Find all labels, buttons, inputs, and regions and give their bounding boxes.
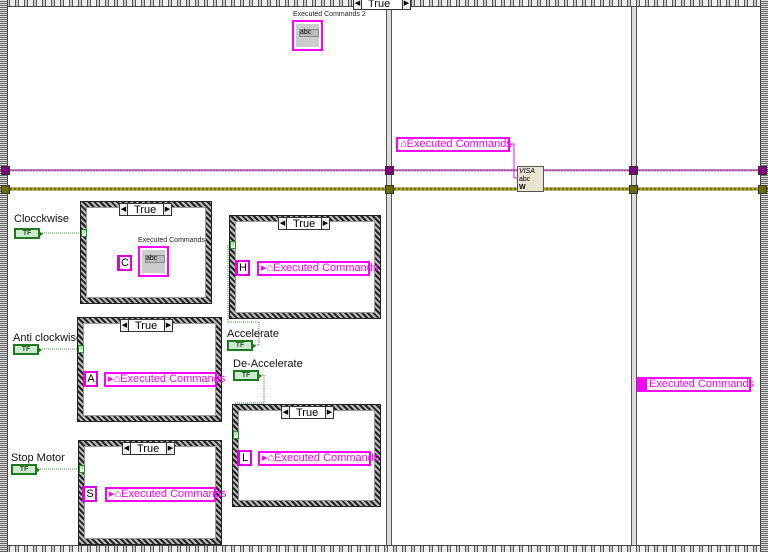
stop-motor-label: Stop Motor xyxy=(11,452,65,464)
executed-commands-indicator[interactable]: abc xyxy=(138,246,169,277)
case-structure-anti-clockwise xyxy=(77,317,222,422)
stop-motor-boolean-control[interactable]: TF xyxy=(11,464,40,475)
error-tunnel xyxy=(758,185,767,194)
case-selector[interactable]: ◀True▶ xyxy=(120,319,173,332)
frame-separator xyxy=(386,7,392,545)
string-constant-a[interactable]: A xyxy=(83,371,98,387)
error-tunnel xyxy=(1,185,10,194)
case-selector[interactable]: ◀True▶ xyxy=(122,442,175,455)
string-constant-s[interactable]: S xyxy=(82,486,97,502)
string-wire xyxy=(510,143,518,179)
visa-tunnel xyxy=(1,166,10,175)
visa-tunnel xyxy=(758,166,767,175)
anti-clockwise-boolean-control[interactable]: TF xyxy=(13,344,42,355)
error-tunnel xyxy=(629,185,638,194)
sequence-frame-left-border xyxy=(0,0,8,552)
case-selector[interactable]: ◀True▶ xyxy=(281,406,334,419)
accelerate-label: Accelerate xyxy=(227,328,279,340)
case-selector[interactable]: ◀True▶ xyxy=(278,217,330,230)
case-selector-terminal: ? xyxy=(233,431,239,439)
executed-commands-2-indicator[interactable]: abc xyxy=(292,20,323,51)
string-constant-c[interactable]: C xyxy=(117,255,132,271)
increment-arrow-icon[interactable]: ▶ xyxy=(402,0,410,9)
visa-tunnel xyxy=(385,166,394,175)
indicator-label: Executed Commands 2 xyxy=(293,11,366,18)
boolean-wire xyxy=(227,244,260,346)
sequence-frame-bottom-border xyxy=(0,545,768,552)
executed-commands-local-variable[interactable]: ⌂Executed Commands xyxy=(396,137,512,152)
sequence-frame-right-border xyxy=(760,0,768,552)
string-constant-l[interactable]: L xyxy=(237,450,252,466)
error-tunnel xyxy=(385,185,394,194)
executed-commands-local-variable[interactable]: ▸⌂Executed Commands xyxy=(257,261,378,276)
executed-commands-local-variable[interactable]: ▸⌂Executed Commands xyxy=(258,451,379,466)
indicator-label: Executed Commands xyxy=(138,237,205,244)
de-accelerate-label: De-Accelerate xyxy=(233,358,303,370)
visa-tunnel xyxy=(629,166,638,175)
executed-commands-local-variable[interactable]: ▸⌂Executed Commands xyxy=(105,487,226,502)
executed-commands-local-variable[interactable]: Executed Commands xyxy=(637,377,754,392)
outer-case-selector[interactable]: ◀True▶ xyxy=(353,0,411,10)
case-structure-de-accelerate xyxy=(232,404,381,507)
executed-commands-local-variable[interactable]: ▸⌂Executed Commands xyxy=(104,372,225,387)
decrement-arrow-icon[interactable]: ◀ xyxy=(354,0,362,9)
de-accelerate-boolean-control[interactable]: TF xyxy=(233,370,262,381)
clockwise-boolean-control[interactable]: TF xyxy=(14,228,43,239)
clockwise-label: Clocckwise xyxy=(14,213,70,225)
accelerate-boolean-control[interactable]: TF xyxy=(227,340,256,351)
case-selector-terminal: ? xyxy=(230,241,236,249)
case-selector-terminal: ? xyxy=(81,229,87,237)
case-selector-terminal: ? xyxy=(78,345,84,353)
case-selector[interactable]: ◀True▶ xyxy=(119,203,172,216)
string-constant-h[interactable]: H xyxy=(235,260,250,276)
case-selector-terminal: ? xyxy=(79,465,85,473)
frame-separator xyxy=(631,7,637,545)
anti-clockwise-label: Anti clockwise xyxy=(13,332,83,344)
